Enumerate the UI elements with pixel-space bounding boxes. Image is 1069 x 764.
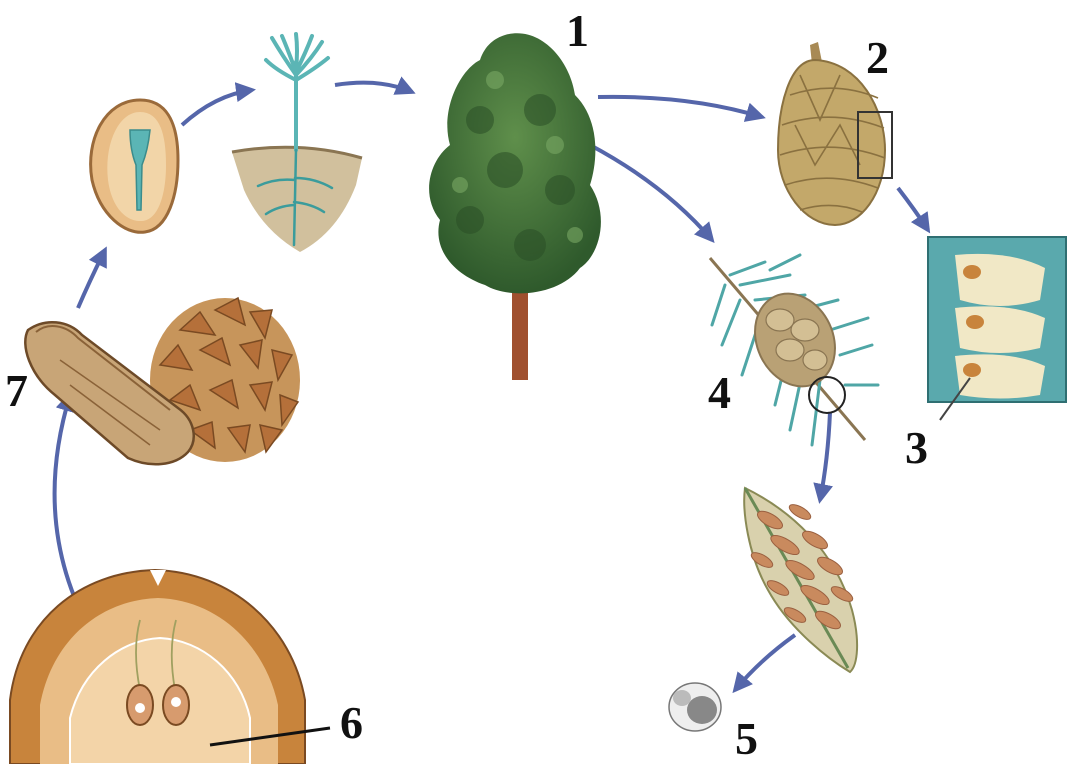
ovule-detail-panel <box>928 237 1066 420</box>
seed-illustration <box>91 100 178 232</box>
arrow-mature-cone-to-seed <box>78 250 105 308</box>
seedling-illustration <box>232 34 362 252</box>
label-7: 7 <box>5 368 28 414</box>
pine-tree-illustration <box>429 33 601 380</box>
label-4: 4 <box>708 370 731 416</box>
label-2: 2 <box>866 35 889 81</box>
label-5: 5 <box>735 716 758 762</box>
male-branch-illustration <box>710 255 878 445</box>
arrow-microstrobilus-to-pollen <box>735 635 795 690</box>
arrow-cone-to-ovule-detail <box>898 188 928 230</box>
arrow-tree-to-female-cone <box>598 97 762 117</box>
label-1: 1 <box>566 8 589 54</box>
label-6: 6 <box>340 700 363 746</box>
arrow-seedling-to-tree <box>335 83 412 92</box>
arrow-tree-to-male-branch <box>590 145 712 240</box>
label-3: 3 <box>905 425 928 471</box>
ovule-section-illustration <box>10 570 330 764</box>
arrow-seed-to-seedling <box>182 90 252 125</box>
arrow-branch-to-microstrobilus <box>820 412 830 500</box>
pollen-grain-illustration <box>669 683 721 731</box>
microstrobilus-illustration <box>744 488 857 672</box>
mature-cone-illustration <box>25 298 300 464</box>
